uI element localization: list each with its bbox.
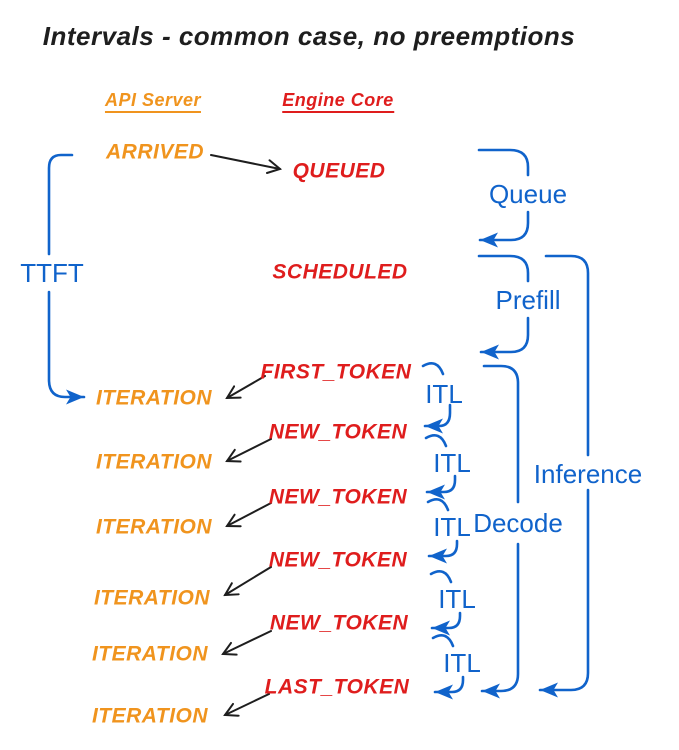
event-iteration-3: ITERATION <box>95 515 213 539</box>
prefill-bracket-top <box>477 254 530 283</box>
itl-bracket-open-4 <box>429 570 453 584</box>
interval-label-itl-2: ITL <box>433 448 471 478</box>
event-iteration-2: ITERATION <box>95 450 213 474</box>
decode-bracket-bottom-arrow <box>480 542 520 699</box>
itl-bracket-open-3 <box>426 498 450 512</box>
inference-bracket-top <box>544 254 590 457</box>
event-new-token-3: NEW_TOKEN <box>268 548 408 572</box>
arrow-last-token-to-iteration-6 <box>225 693 270 715</box>
prefill-bracket-bottom-arrow <box>479 316 530 360</box>
event-new-token-1: NEW_TOKEN <box>268 420 408 444</box>
arrow-first-token-to-iteration-1 <box>227 375 266 398</box>
black-arrows <box>210 154 280 715</box>
event-queued: QUEUED <box>292 159 386 183</box>
blue-interval-brackets <box>47 148 590 700</box>
interval-label-decode: Decode <box>473 508 563 538</box>
interval-label-prefill: Prefill <box>495 285 561 315</box>
page-title: Intervals - common case, no preemptions <box>42 21 576 51</box>
interval-label-itl-1: ITL <box>425 379 463 409</box>
itl-bracket-open-5 <box>431 634 455 648</box>
arrow-new-token-3-to-iteration-4 <box>225 566 272 595</box>
decode-bracket-top <box>482 364 520 504</box>
event-scheduled: SCHEDULED <box>272 260 408 284</box>
event-iteration-5: ITERATION <box>91 642 209 666</box>
arrow-arrived-to-queued <box>210 154 280 169</box>
arrow-new-token-2-to-iteration-3 <box>227 502 272 526</box>
interval-label-queue: Queue <box>488 179 568 209</box>
itl-hook-arrow-2 <box>425 474 457 500</box>
event-iteration-6: ITERATION <box>91 704 209 728</box>
event-iteration-1: ITERATION <box>95 386 213 410</box>
event-arrived: ARRIVED <box>105 140 205 164</box>
event-first-token: FIRST_TOKEN <box>260 360 412 384</box>
interval-label-itl-5: ITL <box>443 648 481 678</box>
queue-bracket-top <box>477 148 530 177</box>
itl-hook-arrow-3 <box>427 539 459 564</box>
column-header-api-server: API Server <box>104 91 202 113</box>
itl-bracket-open-2 <box>424 434 448 448</box>
ttft-bracket-top <box>47 153 74 256</box>
column-header-engine-core: Engine Core <box>282 91 394 113</box>
interval-label-inference: Inference <box>533 459 643 489</box>
inference-bracket-bottom-arrow <box>538 488 590 698</box>
arrow-new-token-4-to-iteration-5 <box>223 630 272 654</box>
arrow-new-token-1-to-iteration-2 <box>227 438 272 461</box>
event-last-token: LAST_TOKEN <box>264 675 410 699</box>
event-new-token-4: NEW_TOKEN <box>269 611 409 635</box>
itl-bracket-open-1 <box>421 362 445 376</box>
event-iteration-4: ITERATION <box>93 586 211 610</box>
itl-hook-arrow-4 <box>430 611 462 636</box>
queue-bracket-bottom-arrow <box>478 210 530 248</box>
itl-hook-arrow-1 <box>423 403 452 434</box>
itl-hook-arrow-5 <box>433 675 465 700</box>
interval-label-itl-3: ITL <box>433 512 471 542</box>
interval-label-ttft: TTFT <box>20 258 84 288</box>
interval-label-itl-4: ITL <box>438 584 476 614</box>
event-new-token-2: NEW_TOKEN <box>268 485 408 509</box>
ttft-bracket-bottom-arrow <box>47 290 86 405</box>
